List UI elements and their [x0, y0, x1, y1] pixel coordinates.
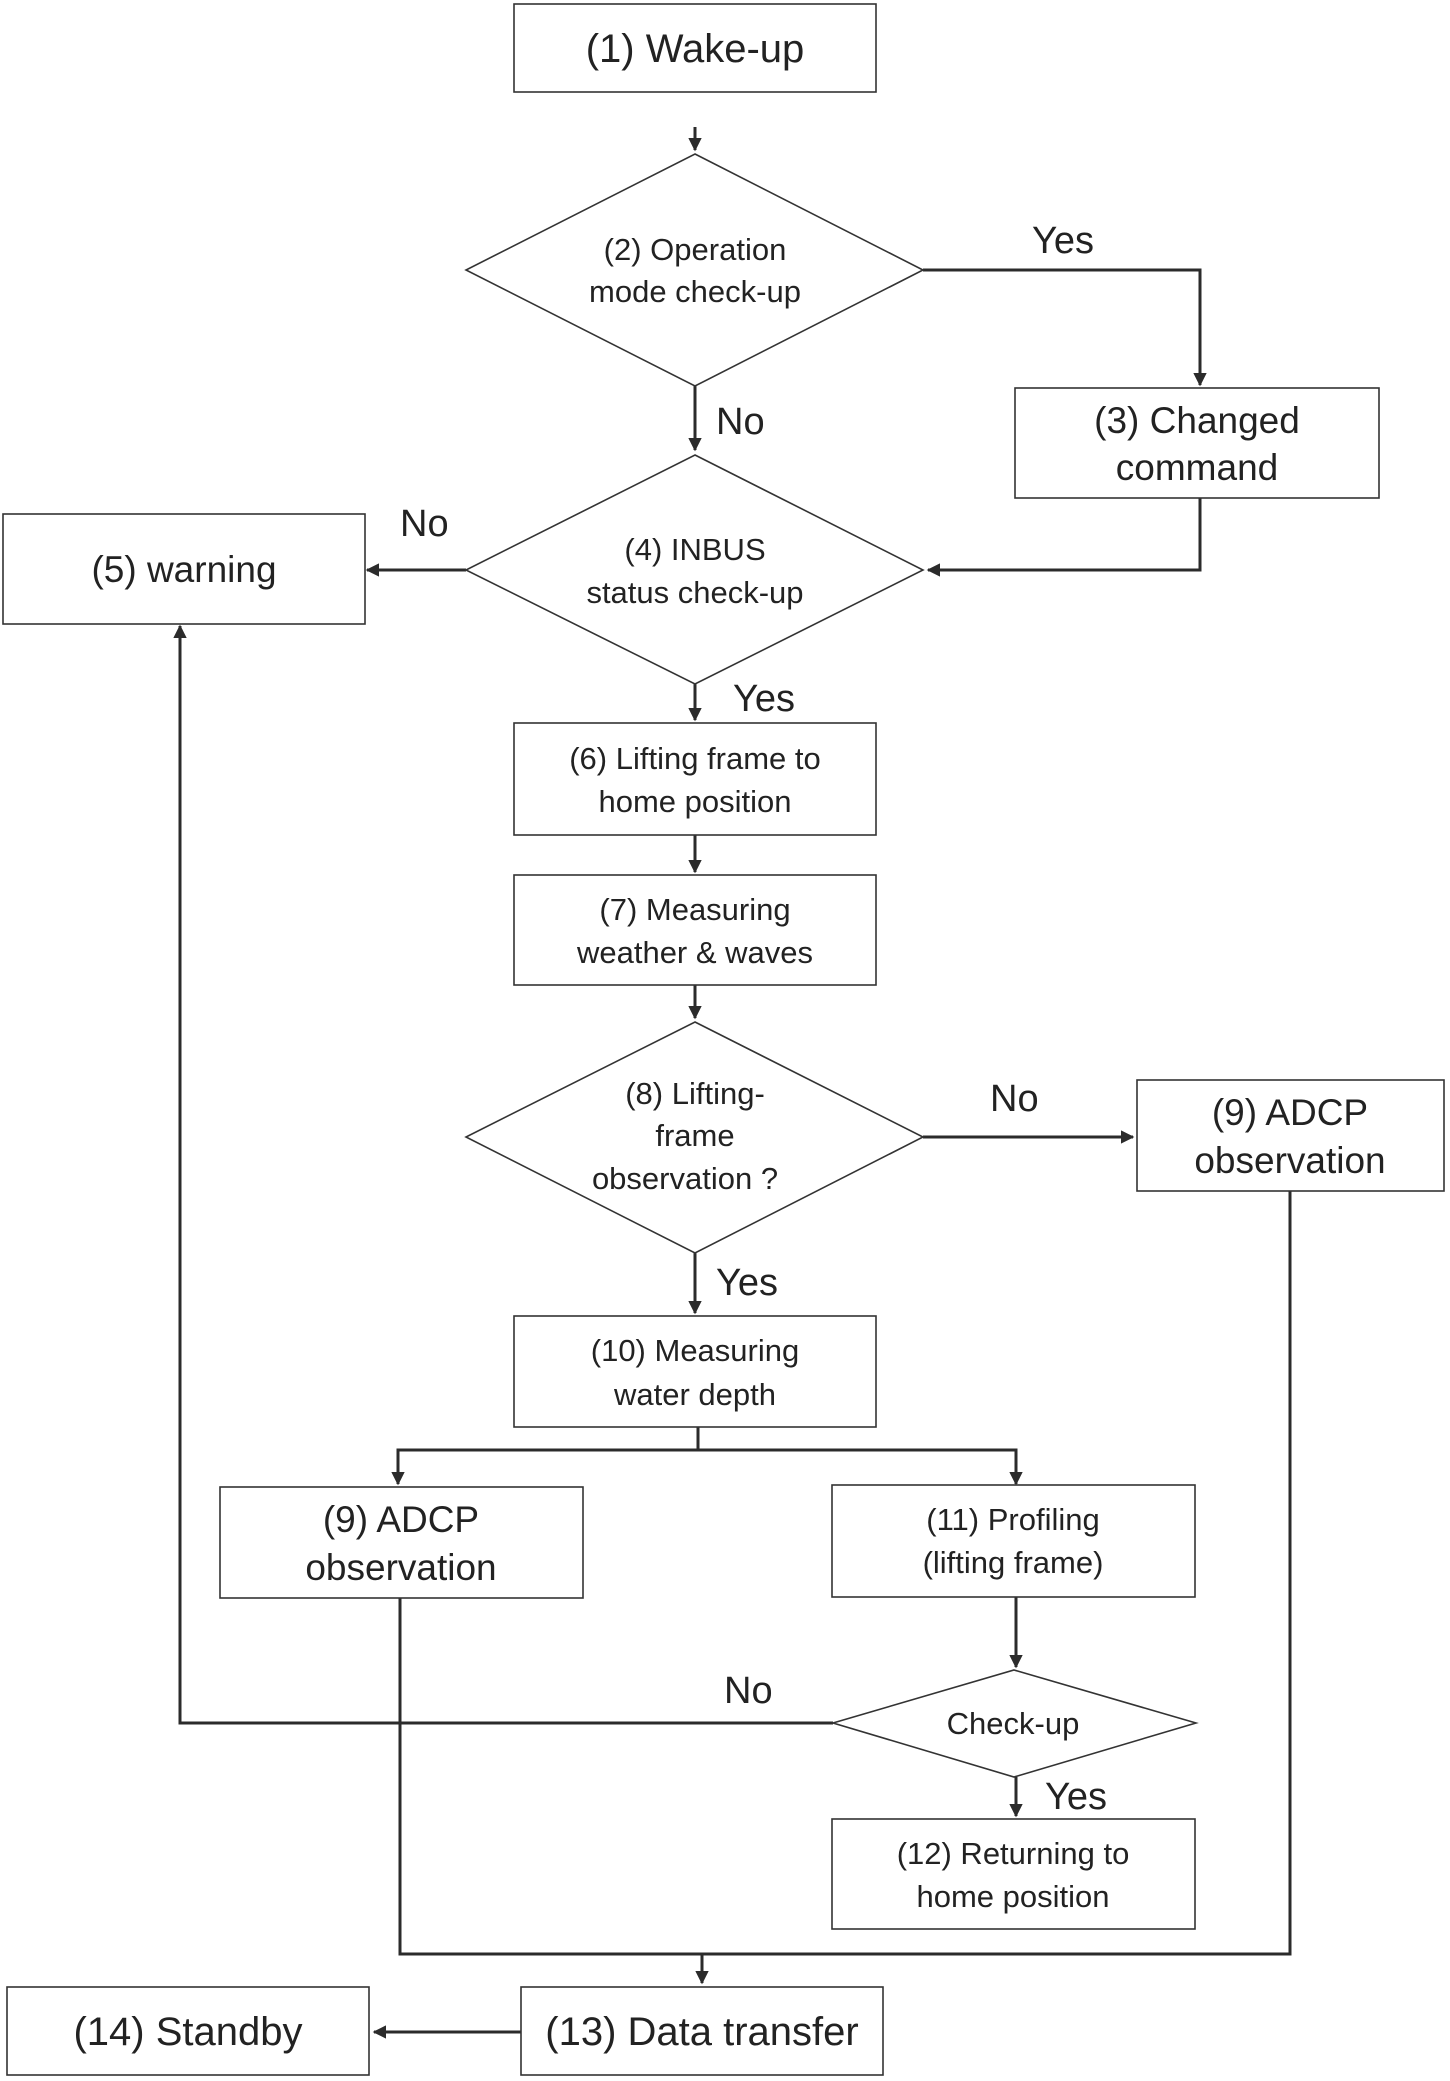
- node-n3-label-2: command: [1116, 447, 1278, 488]
- node-checkup-decision: Check-up: [830, 1669, 1199, 1778]
- node-n6-label-1: (6) Lifting frame to: [569, 741, 821, 776]
- label-n8-no: No: [990, 1078, 1039, 1120]
- node-n8-label-2: frame: [655, 1118, 734, 1153]
- node-n9b-label-2: observation: [305, 1547, 496, 1588]
- node-n1-label: (1) Wake-up: [586, 27, 805, 71]
- node-n4-label-1: (4) INBUS: [624, 532, 765, 567]
- node-n6-label-2: home position: [598, 784, 791, 819]
- node-n4-decision: (4) INBUS status check-up: [464, 454, 925, 685]
- label-check-yes: Yes: [1045, 1776, 1107, 1818]
- edge-n2-n3-yes: [923, 268, 1207, 387]
- node-n10: (10) Measuring water depth: [513, 1315, 877, 1428]
- node-n12: (12) Returning to home position: [831, 1818, 1196, 1930]
- node-n9a-label-1: (9) ADCP: [1212, 1092, 1368, 1133]
- node-n6: (6) Lifting frame to home position: [513, 722, 877, 836]
- edge-split-n9b: [391, 1448, 698, 1486]
- edge-split-n11: [698, 1448, 1023, 1486]
- node-n3-label-1: (3) Changed: [1094, 400, 1300, 441]
- node-n9b-label-1: (9) ADCP: [323, 1499, 479, 1540]
- node-n10-label-1: (10) Measuring: [591, 1333, 799, 1368]
- node-n1: (1) Wake-up: [513, 3, 877, 93]
- edge-labels: Yes No No Yes No Yes No Yes: [400, 220, 1107, 1818]
- node-n3: (3) Changed command: [1014, 387, 1380, 499]
- node-n2-decision: (2) Operation mode check-up: [464, 153, 925, 387]
- node-n11: (11) Profiling (lifting frame): [831, 1484, 1196, 1598]
- node-n11-label-2: (lifting frame): [923, 1545, 1104, 1580]
- edge-n3-n4: [926, 498, 1202, 577]
- node-n7: (7) Measuring weather & waves: [513, 874, 877, 986]
- edge-check-n5-no: [173, 624, 833, 1725]
- node-n10-label-2: water depth: [613, 1377, 776, 1412]
- node-n9a-label-2: observation: [1194, 1140, 1385, 1181]
- node-n11-label-1: (11) Profiling: [926, 1502, 1099, 1537]
- node-n8-label-1: (8) Lifting-: [625, 1076, 765, 1111]
- connectors: [173, 127, 1292, 2039]
- node-n12-label-2: home position: [916, 1879, 1109, 1914]
- label-n2-yes: Yes: [1032, 220, 1094, 262]
- node-n12-label-1: (12) Returning to: [897, 1836, 1130, 1871]
- node-n14: (14) Standby: [6, 1986, 370, 2076]
- node-checkup-label: Check-up: [947, 1706, 1080, 1741]
- node-n8-label-3: observation ?: [592, 1161, 778, 1196]
- node-n9-adcp-left: (9) ADCP observation: [219, 1486, 584, 1599]
- node-n13: (13) Data transfer: [520, 1986, 884, 2076]
- node-n7-label-2: weather & waves: [576, 935, 813, 970]
- node-n13-label: (13) Data transfer: [545, 2010, 858, 2054]
- node-n4-label-2: status check-up: [586, 575, 803, 610]
- node-n5: (5) warning: [2, 513, 366, 625]
- label-n4-no: No: [400, 503, 449, 545]
- label-check-no: No: [724, 1670, 773, 1712]
- node-n2-label-1: (2) Operation: [604, 232, 787, 267]
- edge-n9b-merge: [398, 1597, 702, 1956]
- node-n2-label-2: mode check-up: [589, 274, 801, 309]
- node-n9-adcp-right: (9) ADCP observation: [1136, 1079, 1445, 1192]
- node-n5-label: (5) warning: [91, 549, 276, 590]
- node-n8-decision: (8) Lifting- frame observation ?: [464, 1021, 925, 1254]
- label-n2-no: No: [716, 401, 765, 443]
- label-n8-yes: Yes: [716, 1262, 778, 1304]
- edge-n9a-merge: [702, 1191, 1292, 1956]
- label-n4-yes: Yes: [733, 678, 795, 720]
- node-n7-label-1: (7) Measuring: [599, 892, 790, 927]
- node-n14-label: (14) Standby: [73, 2010, 302, 2054]
